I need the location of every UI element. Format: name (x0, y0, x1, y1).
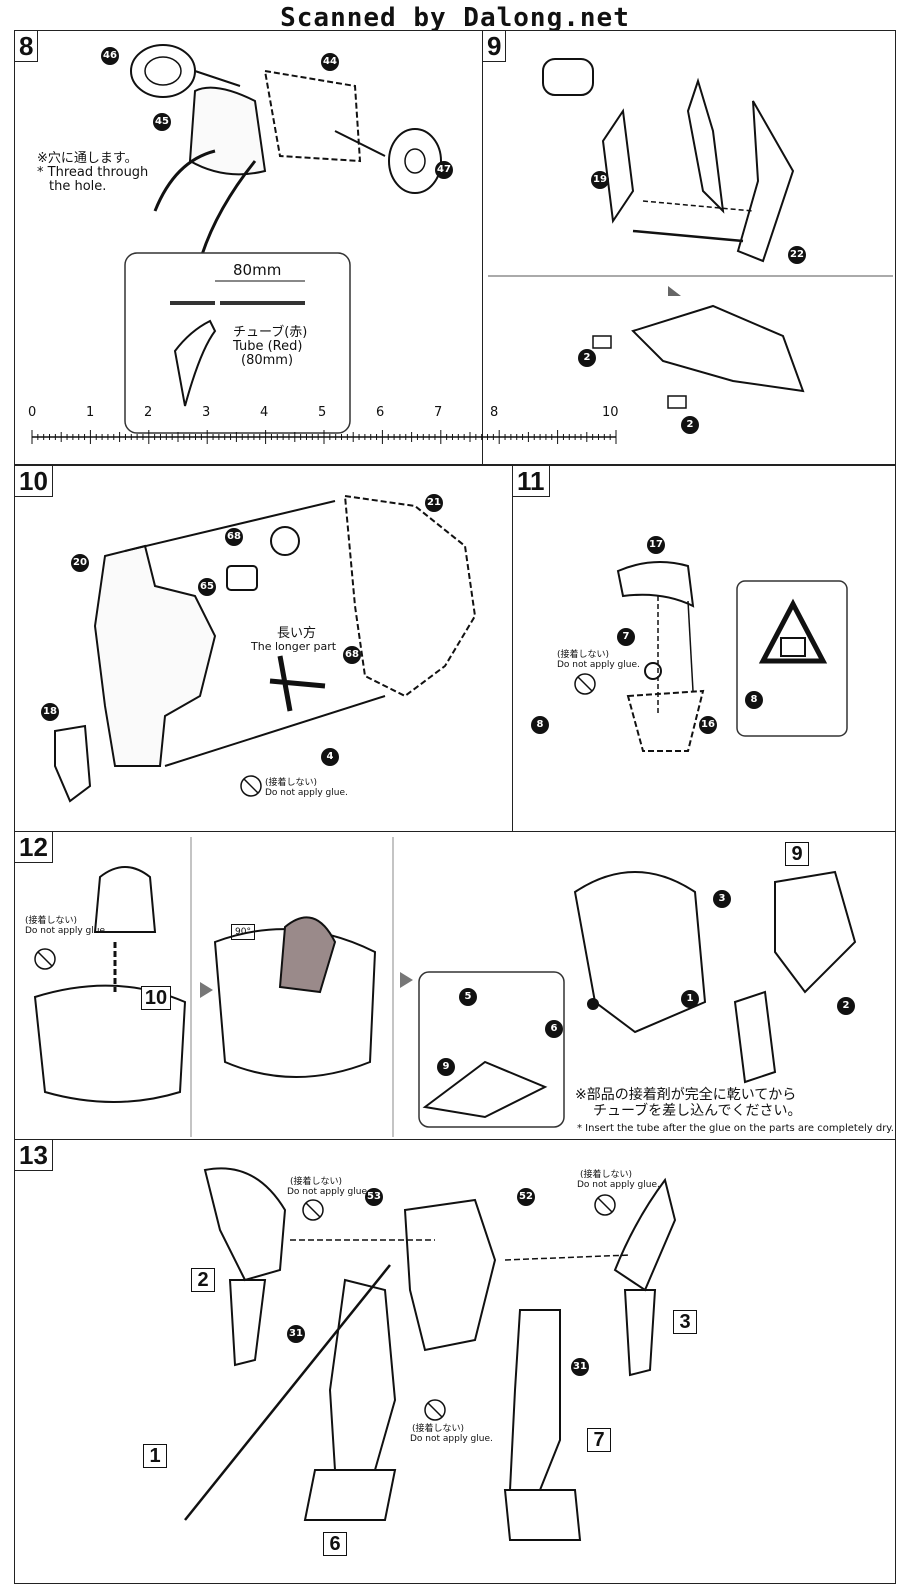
tube-label-jp: チューブ(赤) (233, 325, 308, 340)
step-number: 9 (483, 31, 507, 62)
tube-label-len: (80mm) (241, 353, 294, 368)
part-19: 19 (591, 171, 609, 189)
part-18: 18 (41, 703, 59, 721)
part-16: 16 (699, 716, 717, 734)
part-8-b: 8 (745, 691, 763, 709)
part-2-a: 2 (578, 349, 596, 367)
no-glue-en: Do not apply glue. (265, 788, 348, 798)
ruler-label-8: 8 (490, 405, 499, 420)
callout-1: 1 (681, 990, 699, 1008)
ruler-label-7: 7 (434, 405, 443, 420)
part-6: 6 (545, 1020, 563, 1038)
scan-credit: Scanned by Dalong.net (280, 3, 630, 33)
no-glue-jp: (接着しない) (25, 916, 78, 926)
no-glue-en: Do not apply glue. (557, 660, 640, 670)
step-9-illustration (488, 58, 893, 409)
no-glue-en-a: Do not apply glue. (287, 1187, 370, 1197)
part-8-a: 8 (531, 716, 549, 734)
ref-part-6: 6 (323, 1532, 347, 1556)
step-9-panel: 9 19 22 2 2 (482, 30, 896, 465)
no-glue-en: Do not apply glue. (25, 926, 108, 936)
thread-note-en: * Thread through (37, 165, 149, 180)
ref-part-3: 3 (673, 1310, 697, 1334)
ruler-label-4: 4 (260, 405, 269, 420)
part-45: 45 (153, 113, 171, 131)
step-12-panel: 12 (接着しない) Do not apply glue. 10 90° 9 5… (14, 831, 896, 1141)
no-glue-jp: (接着しない) (557, 650, 610, 660)
step-number: 10 (15, 466, 53, 497)
thread-note-jp: ※穴に通します。 (37, 151, 138, 166)
tube-note-en: * Insert the tube after the glue on the … (577, 1123, 894, 1134)
part-22: 22 (788, 246, 806, 264)
no-glue-jp-c: (接着しない) (412, 1424, 465, 1434)
step-10-panel: 10 20 68 65 21 68 18 4 長い方 The longer pa… (14, 465, 514, 833)
no-glue-jp-a: (接着しない) (290, 1177, 343, 1187)
longer-part-jp: 長い方 (277, 626, 317, 641)
part-68-b: 68 (343, 646, 361, 664)
part-65: 65 (198, 578, 216, 596)
callout-3: 3 (713, 890, 731, 908)
no-glue-jp-b: (接着しない) (580, 1170, 633, 1180)
no-glue-en-c: Do not apply glue. (410, 1434, 493, 1444)
part-5: 5 (459, 988, 477, 1006)
ruler-label-10: 10 (602, 405, 619, 420)
step-12-illustration (33, 837, 857, 1137)
part-21: 21 (425, 494, 443, 512)
step-13-panel: 13 (接着しない) Do not apply glue. (接着しない) Do… (14, 1139, 896, 1584)
longer-part-en: The longer part (251, 640, 337, 653)
step-8-illustration (124, 44, 442, 434)
part-46: 46 (101, 47, 119, 65)
step-11-illustration (574, 561, 848, 752)
step-number: 8 (15, 31, 39, 62)
ref-step-9: 9 (785, 842, 809, 866)
part-52: 52 (517, 1188, 535, 1206)
ruler-label-5: 5 (318, 405, 327, 420)
ref-part-2: 2 (191, 1268, 215, 1292)
part-7: 7 (617, 628, 635, 646)
tube-note-jp-2: チューブを差し込んでください。 (593, 1103, 802, 1119)
callout-2: 2 (837, 997, 855, 1015)
step-10-illustration (54, 494, 477, 803)
ruler-label-3: 3 (202, 405, 211, 420)
part-31-a: 31 (287, 1325, 305, 1343)
part-68-a: 68 (225, 528, 243, 546)
step-13-illustration (184, 1167, 677, 1541)
step-11-panel: 11 17 7 8 16 8 (接着しない) Do not apply glue… (512, 465, 896, 833)
ruler-label-6: 6 (376, 405, 385, 420)
no-glue-en-b: Do not apply glue. (577, 1180, 660, 1190)
step-number: 12 (15, 832, 53, 863)
part-9: 9 (437, 1058, 455, 1076)
part-20: 20 (71, 554, 89, 572)
step-number: 11 (513, 466, 550, 497)
tube-note-jp-1: ※部品の接着剤が完全に乾いてから (575, 1087, 797, 1103)
tube-label-en: Tube (Red) (233, 339, 303, 354)
ref-step-10: 10 (141, 986, 171, 1010)
step-8-panel: 8 46 45 44 47 ※穴に通します。 * Thread through … (14, 30, 484, 465)
tube-length: 80mm (233, 261, 282, 279)
part-17: 17 (647, 536, 665, 554)
measurement-ruler: 0 1 2 3 4 5 6 7 8 10 (20, 405, 620, 445)
part-4: 4 (321, 748, 339, 766)
ruler-label-1: 1 (86, 405, 95, 420)
ref-part-1: 1 (143, 1444, 167, 1468)
ruler-label-2: 2 (144, 405, 153, 420)
step-number: 13 (15, 1140, 53, 1171)
part-44: 44 (321, 53, 339, 71)
ref-part-7: 7 (587, 1428, 611, 1452)
thread-note-en-2: the hole. (49, 179, 107, 194)
part-53: 53 (365, 1188, 383, 1206)
rotate-90: 90° (231, 924, 255, 940)
part-31-b: 31 (571, 1358, 589, 1376)
ruler-label-0: 0 (28, 405, 37, 420)
part-47: 47 (435, 161, 453, 179)
no-glue-jp: (接着しない) (265, 778, 318, 788)
part-2-b: 2 (681, 416, 699, 434)
